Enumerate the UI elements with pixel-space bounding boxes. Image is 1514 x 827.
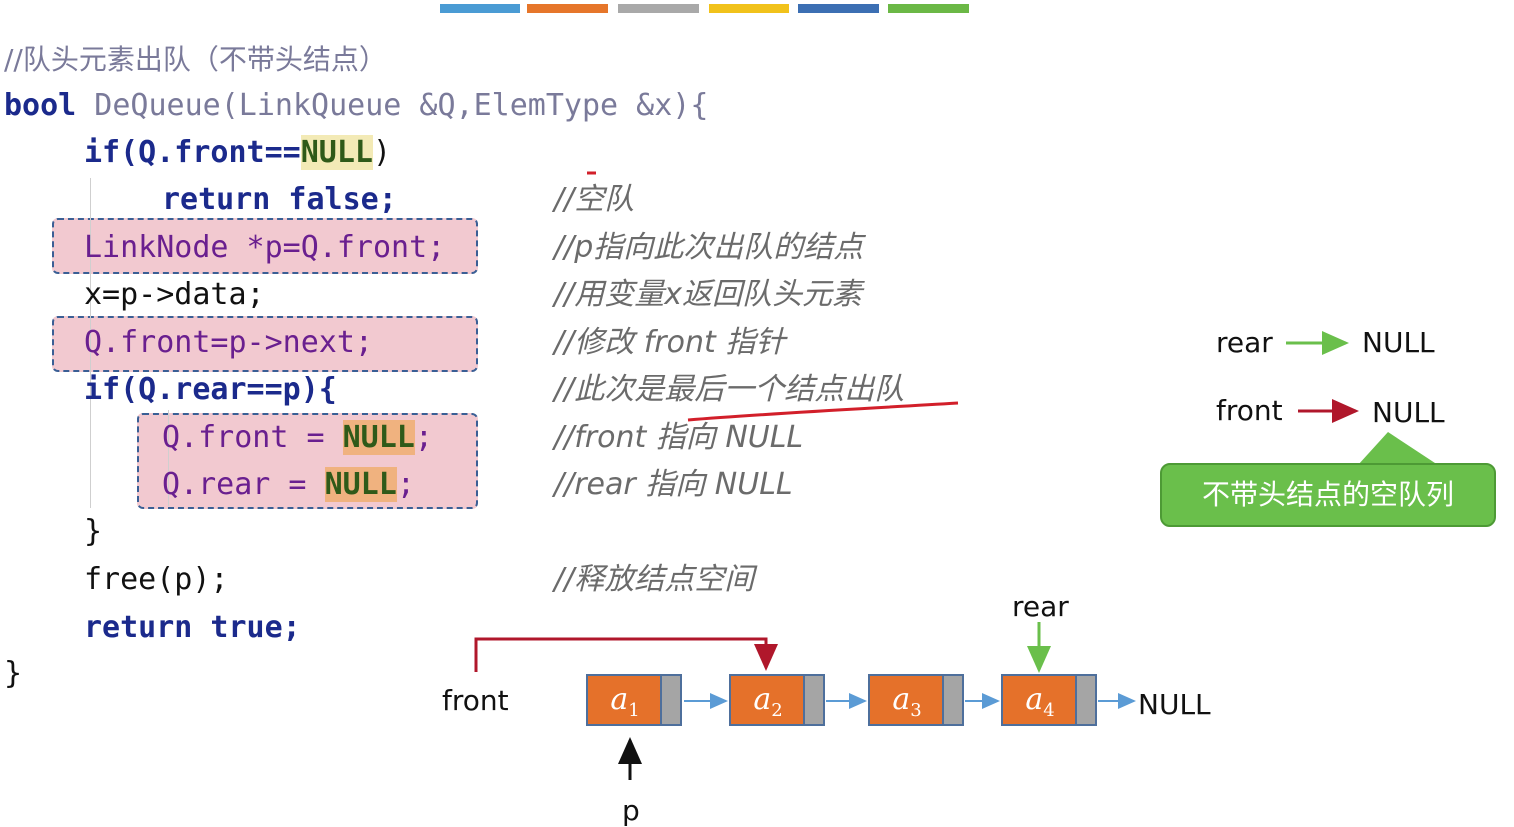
code-front-next: Q.front=p->next; (84, 325, 373, 360)
node-pointer-field (1075, 676, 1095, 724)
null-highlight: NULL (300, 135, 373, 170)
empty-rear-null: NULL (1362, 326, 1435, 359)
node-pointer-field (803, 676, 823, 724)
code-x-assign: x=p->data; (84, 277, 265, 312)
color-bar-segment (709, 4, 789, 13)
node-pointer-field (942, 676, 962, 724)
list-node: a2 (729, 674, 825, 726)
color-bar-segment (618, 4, 699, 13)
rear-null-prefix: Q.rear = (162, 467, 325, 502)
code-front-null: Q.front = NULL; (162, 416, 433, 460)
indent-guide (168, 410, 169, 506)
list-null-label: NULL (1138, 688, 1211, 721)
code-signature: bool DeQueue(LinkQueue &Q,ElemType &x){ (4, 84, 708, 128)
semicolon: ; (414, 420, 433, 455)
color-bar-segment (527, 4, 608, 13)
list-node: a4 (1001, 674, 1097, 726)
code-p-assign: LinkNode *p=Q.front; (84, 230, 446, 265)
comment-free-space: //释放结点空间 (554, 562, 755, 597)
indent-guide (90, 178, 91, 508)
signature-rest: DeQueue(LinkQueue &Q,ElemType &x){ (76, 88, 709, 123)
empty-front-null: NULL (1372, 396, 1445, 429)
code-final-brace: } (4, 656, 23, 691)
null-highlight: NULL (324, 467, 397, 502)
node-value: a2 (753, 682, 783, 721)
list-rear-label: rear (1012, 590, 1069, 623)
node-value: a1 (610, 682, 640, 721)
color-bar-segment (888, 4, 969, 13)
list-front-label: front (442, 684, 509, 717)
semicolon: ; (396, 467, 415, 502)
comment-p-points: //p指向此次出队的结点 (554, 230, 864, 265)
color-bar-segment (440, 4, 520, 13)
comment-empty-queue: //空队 (554, 182, 635, 217)
code-title-comment: //队头元素出队（不带头结点） (4, 43, 387, 76)
code-close-brace: } (84, 514, 103, 549)
code-return-true: return true; (84, 610, 301, 645)
code-rear-null: Q.rear = NULL; (162, 463, 415, 507)
list-node: a1 (586, 674, 682, 726)
empty-queue-callout: 不带头结点的空队列 (1160, 463, 1496, 527)
highlight-box-p-assign (52, 218, 478, 274)
color-bar-segment (798, 4, 879, 13)
code-return-false: return false; (162, 182, 397, 217)
list-node: a3 (868, 674, 964, 726)
list-p-label: p (622, 794, 640, 827)
null-highlight: NULL (342, 420, 415, 455)
node-pointer-field (660, 676, 680, 724)
callout-pointer (1358, 432, 1438, 465)
if-front-text: if(Q.front== (84, 135, 301, 170)
comment-last-node: //此次是最后一个结点出队 (554, 372, 905, 407)
front-null-prefix: Q.front = (162, 420, 343, 455)
comment-modify-front: //修改 front 指针 (554, 325, 786, 360)
code-free: free(p); (84, 562, 229, 597)
front-pointer-arrow (474, 637, 778, 672)
empty-rear-label: rear (1216, 326, 1273, 359)
code-if-front-null: if(Q.front==NULL) (84, 131, 391, 175)
empty-front-label: front (1216, 394, 1283, 427)
comment-return-x: //用变量x返回队头元素 (554, 277, 862, 312)
keyword-bool: bool (4, 88, 77, 123)
comment-rear-null: //rear 指向 NULL (554, 467, 793, 502)
red-pen-underline (687, 401, 959, 422)
highlight-box-front-next (52, 316, 478, 372)
node-value: a4 (1025, 682, 1055, 721)
node-value: a3 (892, 682, 922, 721)
close-paren: ) (373, 135, 392, 170)
comment-front-null: //front 指向 NULL (554, 420, 804, 455)
highlight-box-null-assign (137, 413, 478, 509)
code-if-rear: if(Q.rear==p){ (84, 372, 337, 407)
